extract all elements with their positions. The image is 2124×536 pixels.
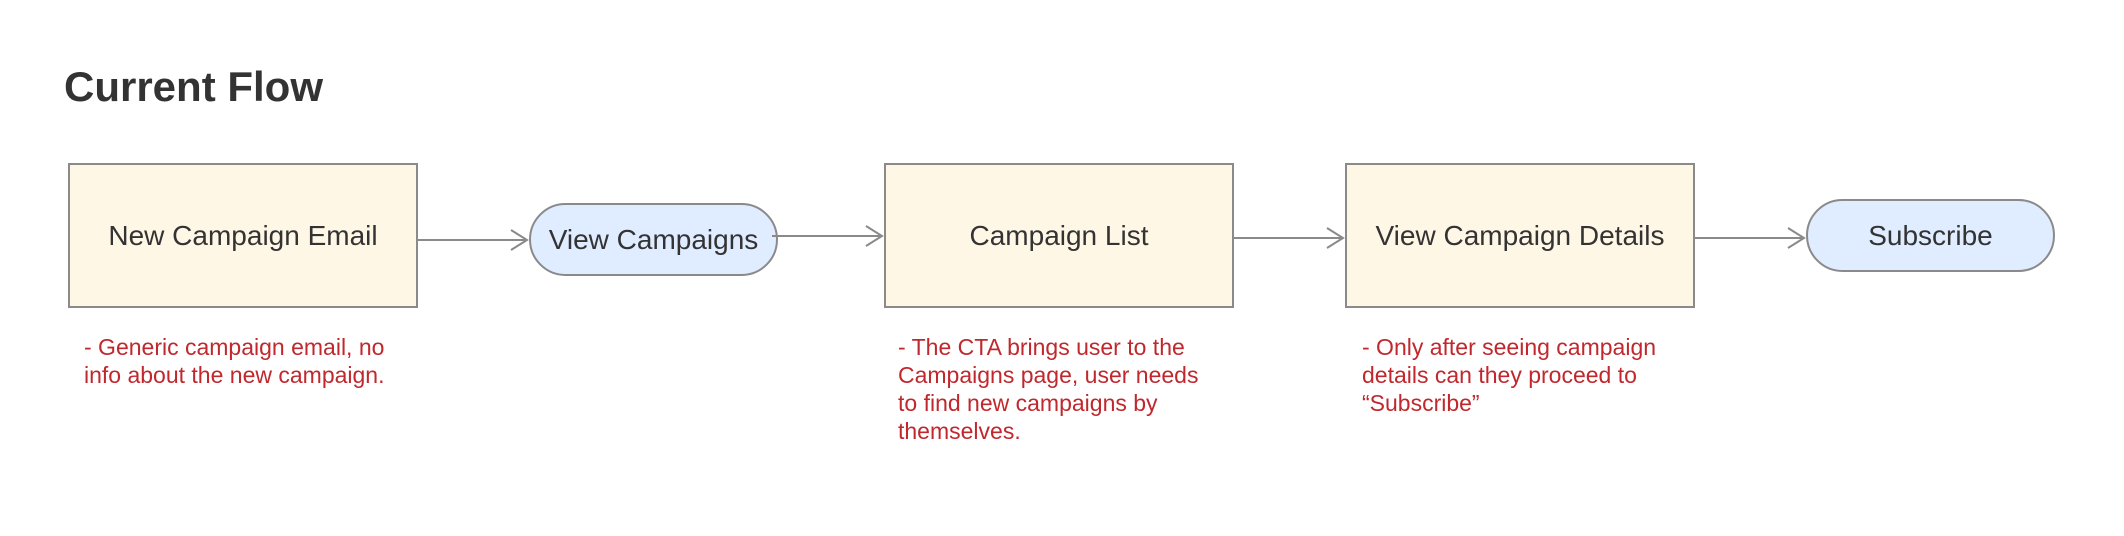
node-subscribe: Subscribe <box>1806 199 2055 272</box>
node-label: New Campaign Email <box>108 219 378 251</box>
note-line: - The CTA brings user to the <box>898 334 1185 360</box>
note-line: Campaigns page, user needs <box>898 362 1199 388</box>
node-new-campaign-email: New Campaign Email <box>68 163 418 308</box>
note-line: to find new campaigns by <box>898 390 1158 416</box>
note-line: info about the new campaign. <box>84 362 385 388</box>
diagram-title: Current Flow <box>64 63 323 110</box>
node-label: View Campaign Details <box>1375 219 1665 251</box>
node-label: Subscribe <box>1868 219 1993 251</box>
note-campaign-list: - The CTA brings user to the Campaigns p… <box>898 333 1198 445</box>
node-view-campaigns: View Campaigns <box>529 203 778 276</box>
note-line: themselves. <box>898 418 1021 444</box>
node-campaign-list: Campaign List <box>884 163 1234 308</box>
note-line: details can they proceed to <box>1362 362 1637 388</box>
node-label: View Campaigns <box>548 223 759 255</box>
arrow-list-to-details <box>1232 227 1345 249</box>
note-line: - Generic campaign email, no <box>84 334 385 360</box>
arrow-view-campaigns-to-list <box>772 225 884 247</box>
note-line: - Only after seeing campaign <box>1362 334 1657 360</box>
note-view-campaign-details: - Only after seeing campaign details can… <box>1362 333 1656 417</box>
arrow-details-to-subscribe <box>1693 227 1806 249</box>
arrow-email-to-view-campaigns <box>418 229 529 251</box>
node-view-campaign-details: View Campaign Details <box>1345 163 1695 308</box>
node-label: Campaign List <box>969 219 1149 251</box>
note-line: “Subscribe” <box>1362 390 1480 416</box>
note-new-campaign-email: - Generic campaign email, no info about … <box>84 333 384 389</box>
